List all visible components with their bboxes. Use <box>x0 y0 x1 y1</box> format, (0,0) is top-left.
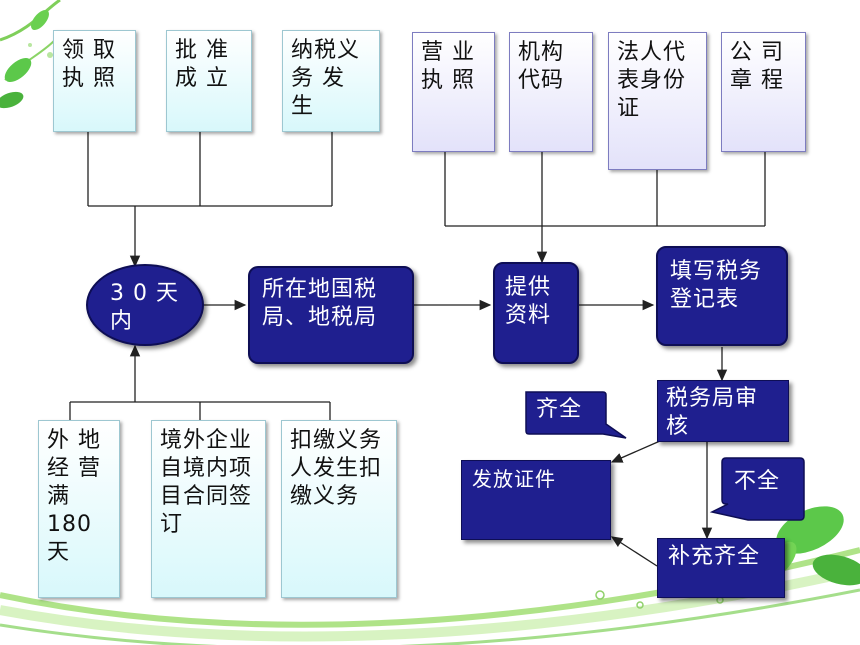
box-out-of-area-180-days: 外 地 经 营 满180 天 <box>38 420 120 598</box>
callout-incomplete-label: 不全 <box>734 469 781 494</box>
callout-complete-label: 齐全 <box>536 397 583 422</box>
box-organization-code: 机构 代码 <box>509 32 593 152</box>
oval-within-30-days: 3 0 天 内 <box>86 264 204 346</box>
box-withholding-obligation: 扣缴义务 人发生扣 缴义务 <box>281 420 397 598</box>
leaf-decoration-top-left <box>0 0 61 109</box>
box-receive-license: 领 取 执 照 <box>53 30 136 132</box>
box-business-license: 营 业 执 照 <box>412 32 495 152</box>
box-local-tax-bureau: 所在地国税 局、地税局 <box>248 266 414 364</box>
box-tax-obligation-arises: 纳税义 务 发 生 <box>282 30 380 132</box>
callout-incomplete-bubble <box>709 457 805 521</box>
callout-complete-bubble <box>525 391 627 439</box>
box-provide-documents: 提供 资料 <box>493 262 579 364</box>
box-foreign-enterprise-contract: 境外企业 自境内项 目合同签 订 <box>151 420 266 598</box>
box-tax-bureau-review: 税务局审 核 <box>657 380 789 442</box>
box-supplement-complete: 补充齐全 <box>657 538 785 598</box>
box-legal-rep-id: 法人代 表身份 证 <box>608 32 707 170</box>
box-company-charter: 公 司 章 程 <box>721 32 806 152</box>
box-approved-established: 批 准 成 立 <box>166 30 252 132</box>
box-issue-certificate: 发放证件 <box>461 460 611 540</box>
box-fill-registration-form: 填写税务 登记表 <box>656 246 788 346</box>
